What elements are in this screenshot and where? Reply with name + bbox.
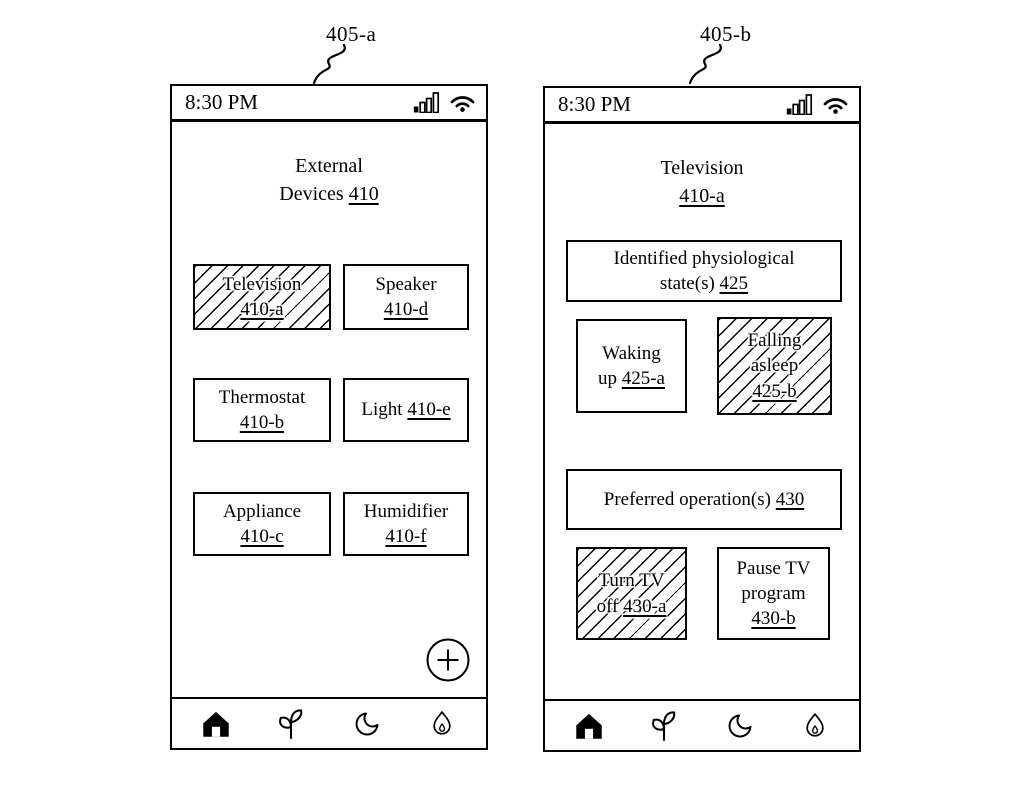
- bottom-nav: [172, 697, 486, 748]
- bottom-nav: [545, 699, 859, 750]
- device-button-appliance[interactable]: Appliance 410-c: [193, 492, 331, 556]
- phone-screen-405-b: 8:30 PM: [543, 86, 861, 752]
- screen-title-television: Television 410-a: [660, 157, 744, 208]
- status-time: 8:30 PM: [185, 90, 258, 114]
- leader-line-405-a: [312, 44, 346, 84]
- operation-button-pause-tv-program[interactable]: Pause TV program 430-b: [717, 547, 830, 640]
- leader-line-405-b: [688, 44, 722, 84]
- add-device-button[interactable]: [425, 637, 471, 683]
- nav-flame-icon[interactable]: [795, 706, 835, 746]
- wifi-icon: [449, 92, 476, 113]
- nav-home-icon[interactable]: [569, 706, 609, 746]
- status-bar: 8:30 PM: [172, 86, 486, 122]
- signal-bars-icon: [413, 92, 440, 113]
- status-bar: 8:30 PM: [545, 88, 859, 124]
- device-button-speaker[interactable]: Speaker 410-d: [343, 264, 469, 330]
- device-button-humidifier[interactable]: Humidifier 410-f: [343, 492, 469, 556]
- device-button-light[interactable]: Light 410-e: [343, 378, 469, 442]
- nav-moon-icon[interactable]: [720, 706, 760, 746]
- wifi-icon: [822, 94, 849, 115]
- nav-plant-icon[interactable]: [271, 704, 311, 744]
- preferred-operations-header: Preferred operation(s) 430: [566, 469, 842, 530]
- state-button-waking-up[interactable]: Waking up 425-a: [576, 319, 687, 413]
- figure-label-405-b: 405-b: [700, 22, 752, 46]
- nav-flame-icon[interactable]: [422, 704, 462, 744]
- identified-states-header: Identified physiological state(s) 425: [566, 240, 842, 302]
- operation-button-turn-tv-off[interactable]: Turn TV off 430-a: [576, 547, 687, 640]
- state-button-falling-asleep[interactable]: Falling asleep 425-b: [717, 317, 832, 415]
- plus-icon: [426, 638, 470, 682]
- status-time: 8:30 PM: [558, 92, 631, 116]
- nav-home-icon[interactable]: [196, 704, 236, 744]
- nav-plant-icon[interactable]: [644, 706, 684, 746]
- phone-screen-405-a: 8:30 PM: [170, 84, 488, 750]
- nav-moon-icon[interactable]: [347, 704, 387, 744]
- screen-title-external-devices: External Devices 410: [279, 155, 379, 206]
- device-button-television[interactable]: Television 410-a: [193, 264, 331, 330]
- figure-label-405-a: 405-a: [326, 22, 377, 46]
- device-button-thermostat[interactable]: Thermostat 410-b: [193, 378, 331, 442]
- signal-bars-icon: [786, 94, 813, 115]
